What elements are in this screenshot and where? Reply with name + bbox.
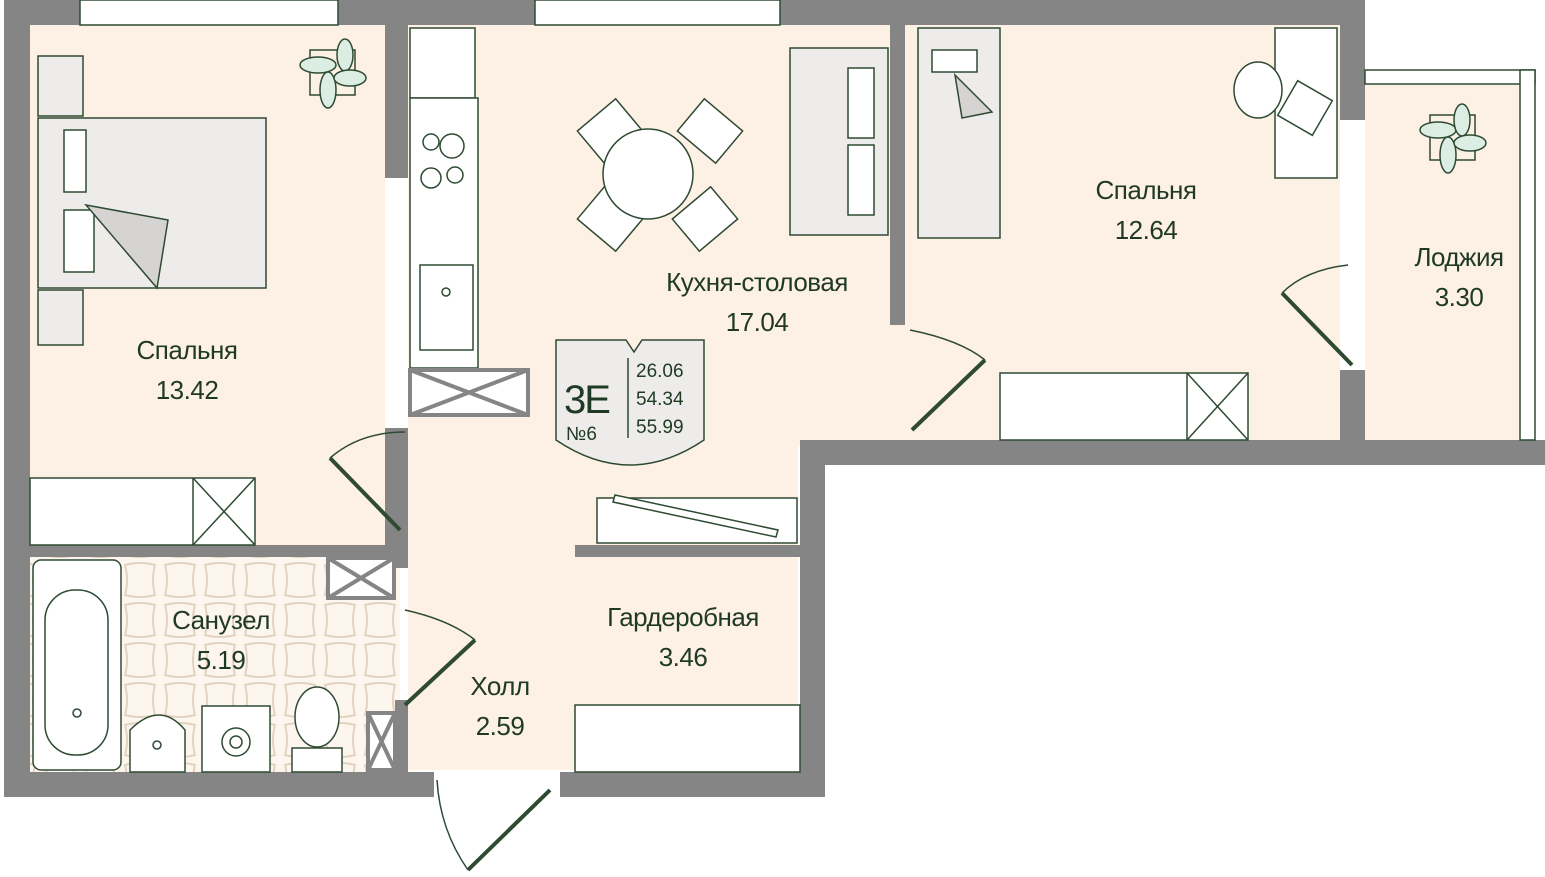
plant-icon xyxy=(299,38,367,109)
room-label-bedroom-1: Спальня 13.42 xyxy=(137,330,238,410)
room-area: 3.30 xyxy=(1434,282,1484,312)
room-label-hall: Холл 2.59 xyxy=(470,666,530,746)
kitchen-counter xyxy=(409,27,479,369)
sink xyxy=(129,714,186,773)
total-area: 54.34 xyxy=(636,389,684,410)
ironing-board xyxy=(596,494,798,544)
dining-table xyxy=(576,97,744,253)
room-area: 3.46 xyxy=(658,642,708,672)
room-name: Кухня-столовая xyxy=(666,267,848,297)
sofa xyxy=(789,47,889,236)
ventilation-shaft xyxy=(408,368,530,417)
room-name: Лоджия xyxy=(1414,242,1504,272)
living-area: 26.06 xyxy=(636,361,684,382)
doors xyxy=(328,264,1354,872)
washing-machine xyxy=(201,705,271,773)
apartment-type: 3E xyxy=(564,378,611,422)
single-bed xyxy=(917,27,1001,239)
ventilation-shaft xyxy=(326,556,397,772)
room-label-kitchen: Кухня-столовая 17.04 xyxy=(666,262,848,342)
desk xyxy=(1233,27,1338,179)
windows xyxy=(79,0,1536,441)
room-name: Холл xyxy=(470,671,530,701)
apartment-badge xyxy=(555,339,705,466)
toilet xyxy=(291,686,343,773)
room-label-bathroom: Санузел 5.19 xyxy=(172,600,270,680)
double-bed xyxy=(37,55,267,346)
room-label-bedroom-2: Спальня 12.64 xyxy=(1096,170,1197,250)
plant-icon xyxy=(1419,103,1487,174)
room-name: Санузел xyxy=(172,605,270,635)
room-area: 5.19 xyxy=(196,645,246,675)
room-name: Гардеробная xyxy=(607,602,759,632)
room-name: Спальня xyxy=(1095,175,1197,205)
apartment-info: 3E №6 26.06 54.34 55.99 xyxy=(556,340,704,470)
wardrobe xyxy=(999,372,1249,441)
room-label-loggia: Лоджия 3.30 xyxy=(1414,237,1504,317)
room-area: 13.42 xyxy=(155,375,219,405)
room-label-wardrobe: Гардеробная 3.46 xyxy=(607,597,759,677)
wardrobe xyxy=(574,704,801,773)
wardrobe xyxy=(29,477,256,546)
room-area: 2.59 xyxy=(475,711,525,741)
room-area: 12.64 xyxy=(1114,215,1178,245)
apartment-number: №6 xyxy=(566,424,597,445)
room-name: Спальня xyxy=(136,335,238,365)
room-area: 17.04 xyxy=(725,307,789,337)
total-area-with-loggia: 55.99 xyxy=(636,417,684,438)
bathtub xyxy=(32,559,122,771)
